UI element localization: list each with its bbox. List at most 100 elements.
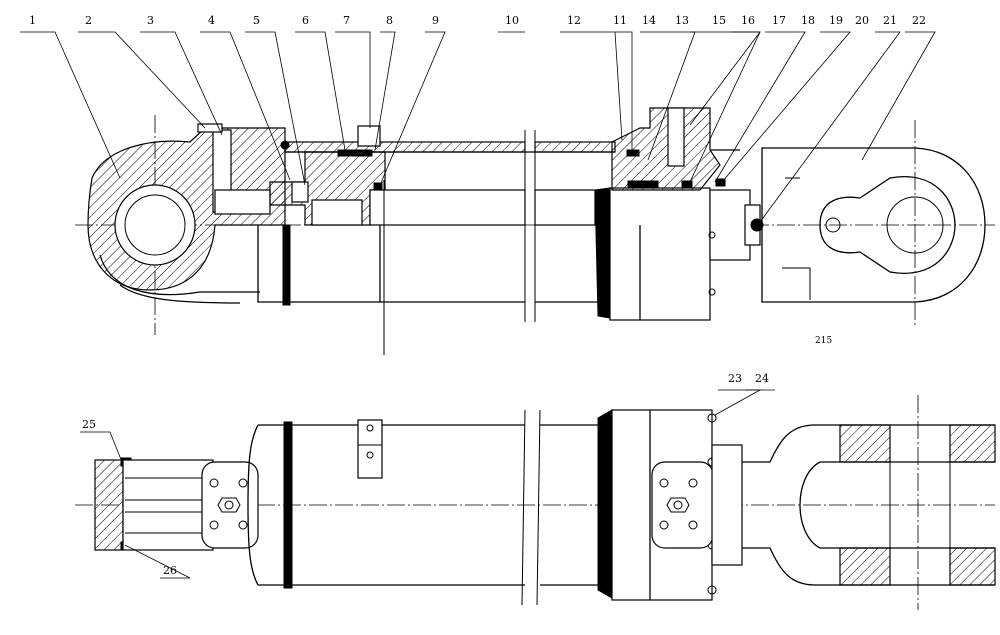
callout-12: 12: [567, 14, 581, 27]
front-band: [597, 409, 613, 599]
cap-bolt-bottom: [707, 585, 717, 595]
gland-wiper-band: [594, 187, 611, 319]
callout-leaders-bottom: [80, 389, 775, 579]
barrel-outline-lower-left: [257, 225, 525, 303]
callout-25: 25: [82, 418, 96, 431]
callout-22: 22: [912, 14, 926, 27]
front-cap-body: [609, 187, 711, 321]
rear-port: [224, 500, 234, 510]
piston-rod-left: [369, 189, 526, 226]
section-view: [75, 107, 995, 355]
callout-2: 2: [85, 14, 92, 27]
callout-18: 18: [801, 14, 815, 27]
rear-mount-block: [94, 459, 124, 551]
fork-hatch-bottom-1: [839, 547, 891, 586]
fork-top-outline: [742, 424, 995, 463]
rear-eye-bore: [114, 184, 196, 266]
front-flange-bolt-3: [659, 520, 669, 530]
callout-labels-bottom: 23 24 25 26: [82, 372, 769, 577]
callout-9: 9: [432, 14, 439, 27]
gland-seal: [627, 180, 659, 188]
rear-flange-plate: [201, 461, 259, 549]
front-flange-bolt-4: [688, 520, 698, 530]
callout-leaders-top: [20, 31, 936, 223]
front-flange-bolt-2: [688, 478, 698, 488]
rod-clevis-inner: [819, 176, 956, 274]
barrel-wall-left: [284, 141, 526, 153]
piston-spacer: [311, 199, 363, 226]
mark-2: [782, 267, 811, 300]
callout-8: 8: [386, 14, 393, 27]
callout-24: 24: [755, 372, 769, 385]
cap-bolt-top: [707, 413, 717, 423]
rod-clevis-body: [761, 147, 986, 303]
callout-14: 14: [642, 14, 656, 27]
port-block-screw-1: [366, 424, 374, 432]
front-flange-bolt-1: [659, 478, 669, 488]
piston-seal: [337, 149, 373, 157]
callout-11: 11: [613, 14, 627, 27]
rod-extension: [709, 189, 751, 261]
break-line-4: [536, 409, 541, 606]
cap-bolt-head-2: [708, 288, 716, 296]
flange-bolt-3: [209, 520, 219, 530]
front-port: [673, 500, 683, 510]
callout-1: 1: [29, 14, 36, 27]
callout-17: 17: [772, 14, 786, 27]
bolt-head: [197, 123, 223, 133]
oil-port-fitting: [357, 125, 381, 147]
cap-bolt-head-1: [708, 231, 716, 239]
cap-screw-shank: [214, 189, 271, 215]
callout-10: 10: [505, 14, 519, 27]
barrel-band: [283, 421, 293, 589]
callout-6: 6: [302, 14, 309, 27]
rear-mount-housing: [122, 459, 214, 551]
callout-7: 7: [343, 14, 350, 27]
rear-port-hex: [217, 497, 241, 513]
dimension-note: 215: [815, 336, 832, 346]
rear-eye-outline-lower: [99, 254, 260, 296]
rod-seal-3: [715, 178, 726, 187]
callout-15: 15: [712, 14, 726, 27]
fork-hatch-top-2: [949, 424, 996, 463]
gland-bolt: [667, 107, 685, 167]
fork-hatch-bottom-2: [949, 547, 996, 586]
rear-eye-bushing: [124, 194, 186, 256]
rod-seal-2: [681, 180, 693, 189]
port-block-screw-2: [366, 451, 374, 459]
piston-nut: [291, 181, 309, 203]
gland-hatched: [611, 107, 721, 191]
barrel-wall-right: [534, 141, 616, 153]
callout-13: 13: [675, 14, 689, 27]
callout-21: 21: [883, 14, 897, 27]
front-port-hex: [666, 497, 690, 513]
callout-19: 19: [829, 14, 843, 27]
piston-rod-right: [534, 189, 596, 226]
callout-20: 20: [855, 14, 869, 27]
exterior-view: [75, 395, 996, 610]
rod-clevis-pin: [825, 217, 841, 233]
flange-bolt-1: [209, 478, 219, 488]
callout-5: 5: [253, 14, 260, 27]
barrel-band-left: [282, 224, 291, 306]
o-ring: [280, 140, 290, 150]
callout-16: 16: [741, 14, 755, 27]
callout-3: 3: [147, 14, 154, 27]
break-line-3: [521, 409, 526, 606]
flange-bolt-4: [238, 520, 248, 530]
barrel-end-cap: [247, 424, 259, 586]
callout-labels-top: 1 2 3 4 5 6 7 8 9 10 12 11 14 13 15 16 1…: [29, 14, 926, 346]
fork-hatch-top-1: [839, 424, 891, 463]
callout-4: 4: [208, 14, 215, 27]
flange-bolt-2: [238, 478, 248, 488]
rod-clevis-bore: [886, 196, 944, 254]
rod-seal-1: [626, 149, 640, 157]
callout-26: 26: [163, 564, 177, 577]
rod-neck-exterior: [711, 444, 743, 566]
fork-throat: [799, 461, 821, 549]
fork-bottom-outline: [742, 547, 995, 586]
barrel-port-block: [357, 419, 383, 479]
callout-23: 23: [728, 372, 742, 385]
